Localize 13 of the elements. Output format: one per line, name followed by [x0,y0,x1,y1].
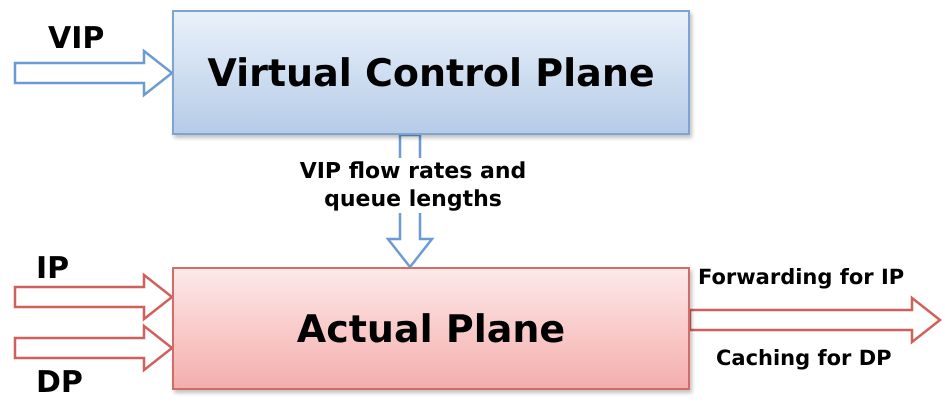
box-title: Actual Plane [296,306,566,350]
output-label: Caching for DP [716,345,892,372]
process-box [172,10,690,135]
block-arrow [14,272,174,322]
box-title: Virtual Control Plane [207,50,655,94]
block-arrow [14,323,174,373]
process-box [172,267,690,390]
block-arrow [14,48,174,98]
block-arrow [688,295,942,345]
edge-label: VIP [48,20,104,58]
edge-label: IP [36,250,70,288]
edge-label: Forwarding for IP [698,264,904,290]
edge-label: DP [36,364,83,402]
